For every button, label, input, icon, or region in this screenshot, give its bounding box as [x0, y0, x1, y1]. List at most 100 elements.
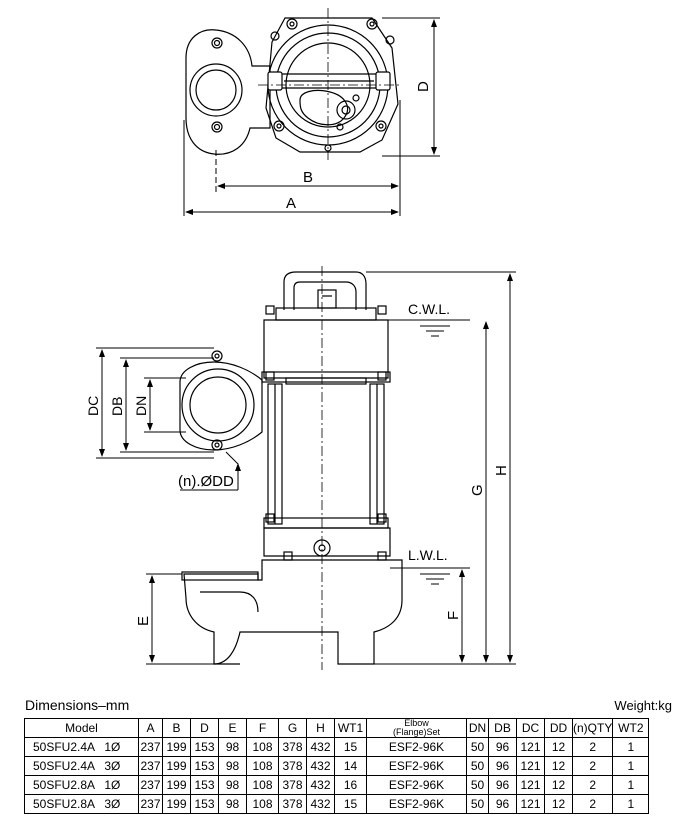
- table-cell: 108: [246, 775, 279, 795]
- table-cell: 98: [218, 775, 247, 795]
- table-cell: 153: [190, 737, 219, 757]
- table-cell: 12: [544, 775, 573, 795]
- table-cell: 50: [466, 775, 489, 795]
- model-cell: 50SFU2.4A 1Ø: [24, 737, 139, 757]
- col-header: A: [138, 718, 163, 738]
- table-cell: 12: [544, 756, 573, 776]
- table-cell: 12: [544, 794, 573, 814]
- top-flange-hole-lower: [211, 121, 223, 133]
- col-header: F: [246, 718, 279, 738]
- table-cell: 153: [190, 794, 219, 814]
- col-header: H: [306, 718, 335, 738]
- col-header: Model: [24, 718, 139, 738]
- table-cell: 237: [138, 794, 163, 814]
- table-cell: 121: [516, 756, 545, 776]
- table-cell: 199: [162, 775, 191, 795]
- table-cell: 96: [488, 775, 517, 795]
- table-cell: 432: [306, 737, 335, 757]
- table-cell: 432: [306, 794, 335, 814]
- dimensions-table: Model A B D E F G H WT1 Elbow (Flange)Se…: [24, 718, 650, 814]
- side-view: [181, 271, 403, 665]
- table-cell: 378: [278, 737, 307, 757]
- side-volute: [183, 559, 403, 665]
- dim-label-G: G: [469, 484, 486, 496]
- table-cell: 50: [466, 756, 489, 776]
- dim-label-DN: DN: [133, 396, 149, 416]
- dim-label-D: D: [415, 81, 432, 92]
- table-cell: 121: [516, 794, 545, 814]
- side-motor-housing: [263, 319, 389, 379]
- dim-label-A: A: [286, 195, 296, 212]
- table-cell: 50: [466, 737, 489, 757]
- dim-label-flange-holes: (n).ØDD: [178, 473, 234, 490]
- weight-caption: Weight:kg: [614, 698, 672, 713]
- top-flange-bore: [189, 63, 243, 117]
- side-view-dimensions: [96, 271, 516, 665]
- table-cell: 121: [516, 737, 545, 757]
- table-cell: 98: [218, 737, 247, 757]
- model-cell: 50SFU2.8A 1Ø: [24, 775, 139, 795]
- table-cell: 2: [571, 794, 614, 814]
- table-cell: 237: [138, 737, 163, 757]
- dim-label-DC: DC: [85, 396, 101, 416]
- pump-dimension-drawing: A B D: [85, 8, 516, 670]
- table-cell: ESF2-96K: [366, 775, 467, 795]
- table-cell: 153: [190, 775, 219, 795]
- table-cell: 1: [612, 794, 650, 814]
- table-cell: 199: [162, 737, 191, 757]
- table-cell: 237: [138, 756, 163, 776]
- table-cell: 199: [162, 794, 191, 814]
- table-cell: 14: [334, 756, 367, 776]
- table-cell: ESF2-96K: [366, 794, 467, 814]
- model-cell: 50SFU2.4A 3Ø: [24, 756, 139, 776]
- dim-label-H: H: [493, 465, 510, 476]
- col-header: WT2: [612, 718, 650, 738]
- table-header-row: Model A B D E F G H WT1 Elbow (Flange)Se…: [24, 718, 650, 738]
- table-cell: 378: [278, 794, 307, 814]
- label-cwl: C.W.L.: [408, 301, 450, 317]
- top-housing-outline: [265, 17, 399, 153]
- table-cell: 16: [334, 775, 367, 795]
- table-cell: ESF2-96K: [366, 756, 467, 776]
- table-cell: 98: [218, 794, 247, 814]
- col-header-elbow: Elbow (Flange)Set: [366, 718, 467, 738]
- table-cell: 199: [162, 756, 191, 776]
- table-cell: 108: [246, 737, 279, 757]
- col-header: (n)QTY: [571, 718, 614, 738]
- table-cell: 2: [571, 737, 614, 757]
- col-header: DD: [544, 718, 573, 738]
- table-cell: ESF2-96K: [366, 737, 467, 757]
- table-cell: 432: [306, 756, 335, 776]
- table-cell: 1: [612, 775, 650, 795]
- table-cell: 432: [306, 775, 335, 795]
- table-cell: 378: [278, 775, 307, 795]
- dim-label-B: B: [303, 169, 313, 186]
- top-view: [185, 17, 399, 155]
- table-cell: 1: [612, 737, 650, 757]
- side-handle: [283, 271, 367, 310]
- table-cell: 1: [612, 756, 650, 776]
- table-cell: 108: [246, 794, 279, 814]
- table-cell: 2: [571, 775, 614, 795]
- col-header: DN: [466, 718, 489, 738]
- table-cell: 15: [334, 794, 367, 814]
- dim-label-E: E: [135, 616, 152, 626]
- col-header: G: [278, 718, 307, 738]
- label-lwl: L.W.L.: [408, 547, 448, 563]
- table-cell: 12: [544, 737, 573, 757]
- table-cell: 121: [516, 775, 545, 795]
- model-cell: 50SFU2.8A 3Ø: [24, 794, 139, 814]
- dim-label-DB: DB: [109, 397, 125, 416]
- top-flange-hole-upper: [211, 37, 223, 49]
- dimensions-caption: Dimensions–mm: [25, 697, 130, 713]
- table-cell: 50: [466, 794, 489, 814]
- table-cell: 96: [488, 737, 517, 757]
- table-cell: 378: [278, 756, 307, 776]
- col-header: D: [190, 718, 219, 738]
- col-header: B: [162, 718, 191, 738]
- table-cell: 96: [488, 756, 517, 776]
